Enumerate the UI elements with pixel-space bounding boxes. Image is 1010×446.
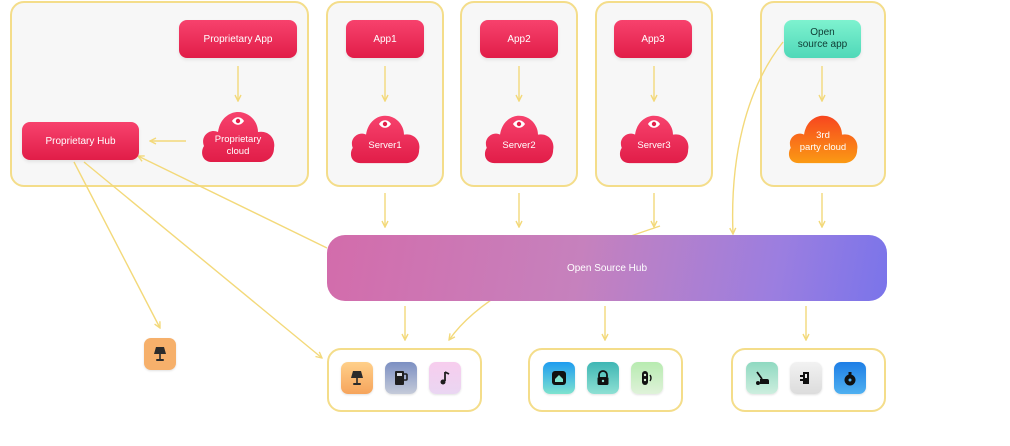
eye-icon [232, 117, 244, 125]
cloud-shape [619, 115, 689, 164]
device-speaker [429, 362, 461, 394]
thermostat-icon [800, 372, 809, 384]
proprietary-hub-node: Proprietary Hub [22, 122, 139, 160]
home-hub-icon [552, 371, 566, 385]
proprietary-app-node: Proprietary App [179, 20, 297, 58]
music-note-icon [440, 371, 450, 385]
device-robot-vacuum [834, 362, 866, 394]
device-remote [631, 362, 663, 394]
proprietary-cloud-node: Proprietary cloud [200, 106, 276, 164]
server2-node: Server2 [482, 110, 556, 165]
eye-icon [513, 120, 525, 128]
proprietary-cloud-label: Proprietary cloud [214, 134, 262, 157]
device-smart-lock [587, 362, 619, 394]
cloud-shape [350, 115, 420, 164]
remote-icon [642, 371, 652, 385]
lock-icon [597, 370, 609, 385]
server3-label: Server3 [637, 140, 671, 151]
arrow-osapp-to-hub [733, 41, 784, 234]
app2-node: App2 [480, 20, 558, 58]
app1-node: App1 [346, 20, 424, 58]
arrow-prophub-to-group1 [83, 161, 322, 358]
third-party-cloud-label: 3rd party cloud [799, 130, 847, 153]
server3-node: Server3 [617, 110, 691, 165]
lamp-icon [351, 371, 363, 385]
arrow-oshub-to-prophub [138, 156, 328, 249]
device-coffee-maker [385, 362, 417, 394]
open-source-app-node: Open source app [784, 20, 861, 58]
lamp-icon [154, 347, 166, 361]
device-vacuum [746, 362, 778, 394]
server1-node: Server1 [348, 110, 422, 165]
app3-node: App3 [614, 20, 692, 58]
device-home-hub [543, 362, 575, 394]
app1-label: App1 [373, 33, 397, 45]
cloud-shape [202, 112, 275, 162]
vacuum-icon [756, 371, 769, 385]
cloud-shape [484, 115, 554, 164]
cloud-shape [788, 115, 858, 164]
third-party-cloud-node: 3rd party cloud [786, 110, 860, 165]
eye-icon [648, 120, 660, 128]
robot-vacuum-icon [844, 372, 856, 386]
server2-label: Server2 [502, 140, 536, 151]
open-source-hub: Open Source Hub [327, 235, 887, 301]
app2-label: App2 [507, 33, 531, 45]
proprietary-hub-label: Proprietary Hub [45, 135, 116, 147]
proprietary-app-label: Proprietary App [203, 33, 273, 45]
open-source-app-label: Open source app [797, 27, 848, 50]
server1-label: Server1 [368, 140, 402, 151]
eye-icon [379, 120, 391, 128]
open-source-hub-label: Open Source Hub [566, 262, 648, 274]
app3-label: App3 [641, 33, 665, 45]
device-lamp [341, 362, 373, 394]
coffee-maker-icon [395, 371, 408, 385]
arrow-prophub-to-lamp [73, 161, 160, 328]
standalone-lamp-device [144, 338, 176, 370]
device-thermostat [790, 362, 822, 394]
